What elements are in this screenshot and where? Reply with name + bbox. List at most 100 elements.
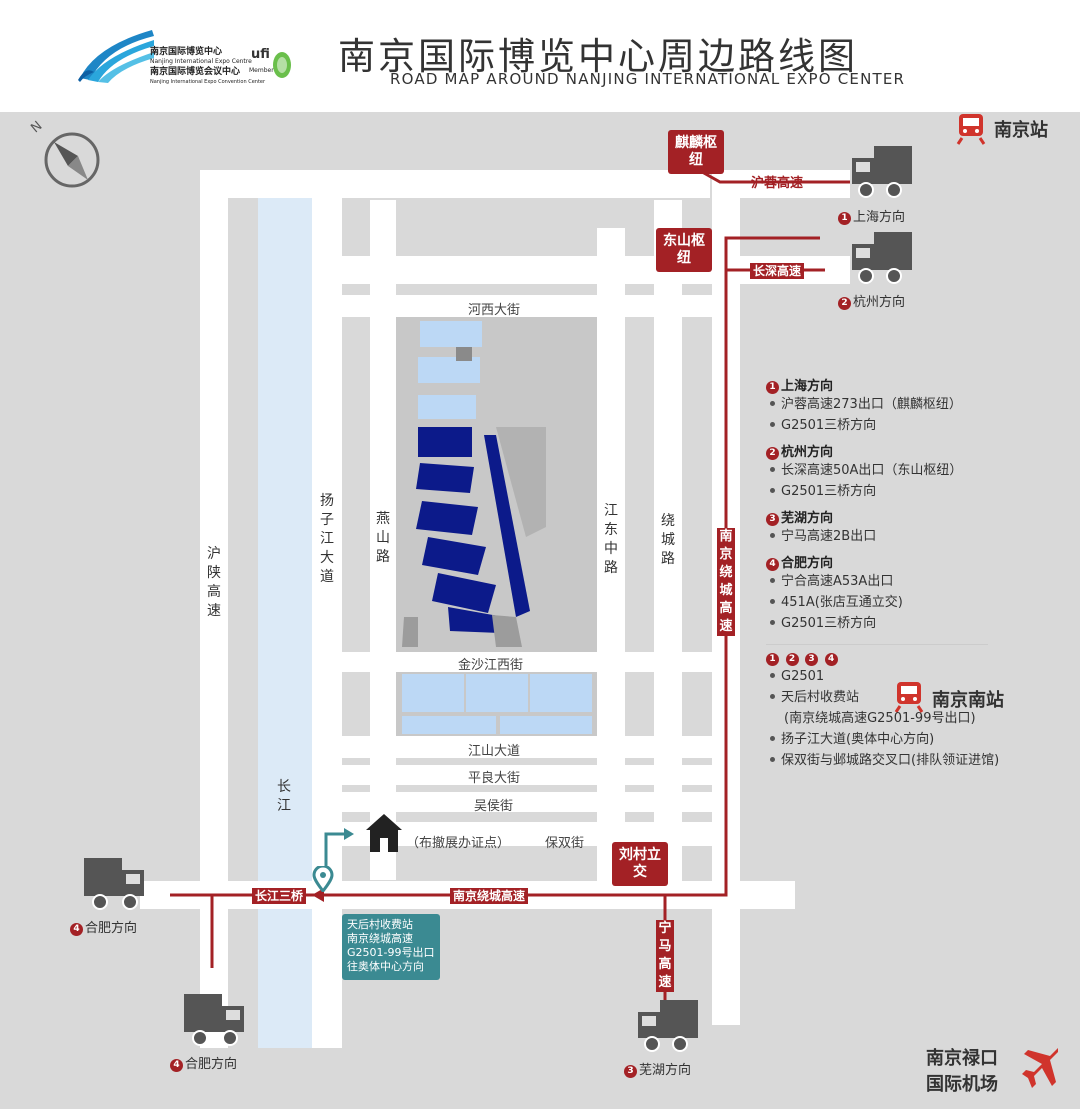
pingliang-street [312, 765, 712, 785]
num-badge: 4 [70, 923, 83, 936]
dir-text: 上海方向 [853, 210, 906, 225]
direction-arrow-icon [324, 828, 354, 870]
north-road [200, 170, 710, 198]
jiangshan-road [312, 736, 712, 758]
label-hushan: 沪陕高速 [207, 546, 221, 619]
logo-line1-cn: 南京国际博览中心 [150, 47, 223, 57]
location-pin-icon [312, 866, 334, 892]
legend-item: G2501三桥方向 [766, 613, 1056, 634]
hub-liucun: 刘村立交 [612, 842, 668, 886]
legend-item: 长深高速50A出口（东山枢纽） [766, 460, 1056, 481]
legend-item: 451A(张店互通立交) [766, 592, 1056, 613]
truck-icon-wuhu [638, 1000, 698, 1052]
label-hurong: 沪蓉高速 [751, 176, 804, 191]
airplane-icon [1022, 1048, 1058, 1088]
station-nanjing: 南京站 [994, 120, 1048, 141]
legend-item: 沪蓉高速273出口（麒麟枢纽） [766, 394, 1056, 415]
num-badge: 2 [785, 653, 799, 666]
legend-title-text: 芜湖方向 [781, 511, 834, 526]
iccra-logo-icon [273, 52, 291, 78]
dir-text: 合肥方向 [85, 921, 138, 936]
dir-text: 合肥方向 [185, 1057, 238, 1072]
jinsha-street [312, 652, 712, 672]
num-badge: 2 [838, 297, 851, 310]
num-badge: 3 [766, 513, 779, 526]
label-ring-vertical: 南京绕城高速 [717, 528, 735, 636]
num-badge: 1 [766, 653, 779, 666]
train-icon-nanjing-south [894, 682, 924, 713]
label-jinsha: 金沙江西街 [458, 658, 524, 673]
legend-item: G2501 [766, 666, 1056, 687]
station-airport-line2: 国际机场 [926, 1074, 998, 1095]
num-badge: 4 [824, 653, 838, 666]
toll-line: 往奥体中心方向 [347, 960, 424, 973]
hub-dongshan: 东山枢纽 [656, 228, 712, 272]
label-yangzi: 扬子江大道 [320, 493, 334, 585]
wuhou-street [312, 792, 712, 812]
label-jiangshan: 江山大道 [468, 744, 521, 759]
toll-line: 南京绕城高速 [347, 932, 413, 945]
station-airport-line1: 南京禄口 [926, 1048, 998, 1069]
label-pingliang: 平良大街 [468, 771, 521, 786]
ufi-logo: ufi [251, 47, 270, 62]
page-title-cn: 南京国际博览中心周边路线图 [338, 35, 858, 78]
label-baoshuang: 保双街 [545, 836, 585, 851]
compass-icon [44, 132, 100, 188]
legend-title-text: 上海方向 [781, 379, 834, 394]
num-badge: 3 [624, 1065, 637, 1078]
office-label: （布撤展办证点） [406, 836, 511, 851]
south-halls [402, 674, 592, 734]
hub-qilin: 麒麟枢纽 [668, 130, 724, 174]
num-badge: 4 [766, 558, 779, 571]
legend-all-title: 1 2 3 4 [766, 651, 1056, 666]
label-wuhou: 吴侯街 [474, 799, 514, 814]
label-jiangdong: 江东中路 [604, 503, 618, 576]
hehe-street [312, 295, 712, 317]
legend-item: G2501三桥方向 [766, 415, 1056, 436]
legend-title-text: 合肥方向 [781, 556, 834, 571]
toll-info-box: 天后村收费站 南京绕城高速 G2501-99号出口 往奥体中心方向 [342, 914, 440, 980]
legend-divider [766, 644, 988, 645]
num-badge: 3 [805, 653, 819, 666]
legend-item: 扬子江大道(奥体中心方向) [766, 729, 1056, 750]
logo-line2-cn: 南京国际博览会议中心 [150, 67, 241, 77]
truck-icon-shanghai [852, 146, 912, 198]
label-ningma: 宁马高速 [656, 920, 674, 992]
num-badge: 2 [766, 447, 779, 460]
toll-line: 天后村收费站 [347, 918, 413, 931]
label-hehe: 河西大街 [468, 303, 521, 318]
label-changjiang: 长江 [277, 779, 291, 814]
dir-text: 芜湖方向 [639, 1063, 692, 1078]
label-raocheng: 绕城路 [661, 513, 675, 567]
train-icon-nanjing [956, 114, 986, 145]
header: 南京国际博览中心 Nanjing International Expo Cent… [0, 0, 1080, 112]
legend-item: G2501三桥方向 [766, 481, 1056, 502]
truck-icon-hefei-top [84, 858, 144, 910]
expo-halls [402, 321, 546, 647]
ufi-sub: Member [249, 67, 274, 74]
label-changshen: 长深高速 [750, 263, 805, 279]
truck-icon-hefei-bottom [184, 994, 244, 1046]
num-badge: 1 [838, 212, 851, 225]
legend-item-sub: (南京绕城高速G2501-99号出口) [784, 711, 976, 726]
logo-line2-en: Nanjing International Expo Convention Ce… [150, 79, 266, 85]
logo-line1-en: Nanjing International Expo Centre [150, 58, 252, 65]
legend-item: 天后村收费站 [766, 687, 1056, 708]
dir-text: 杭州方向 [853, 295, 906, 310]
legend-item: 保双街与邺城路交叉口(排队领证进馆) [766, 750, 1056, 771]
legend-item: 宁合高速A53A出口 [766, 571, 1056, 592]
label-yanshan: 燕山路 [376, 511, 390, 565]
hurong-road [740, 170, 850, 198]
legend-item: 宁马高速2B出口 [766, 526, 1056, 547]
office-house-icon [366, 814, 402, 852]
